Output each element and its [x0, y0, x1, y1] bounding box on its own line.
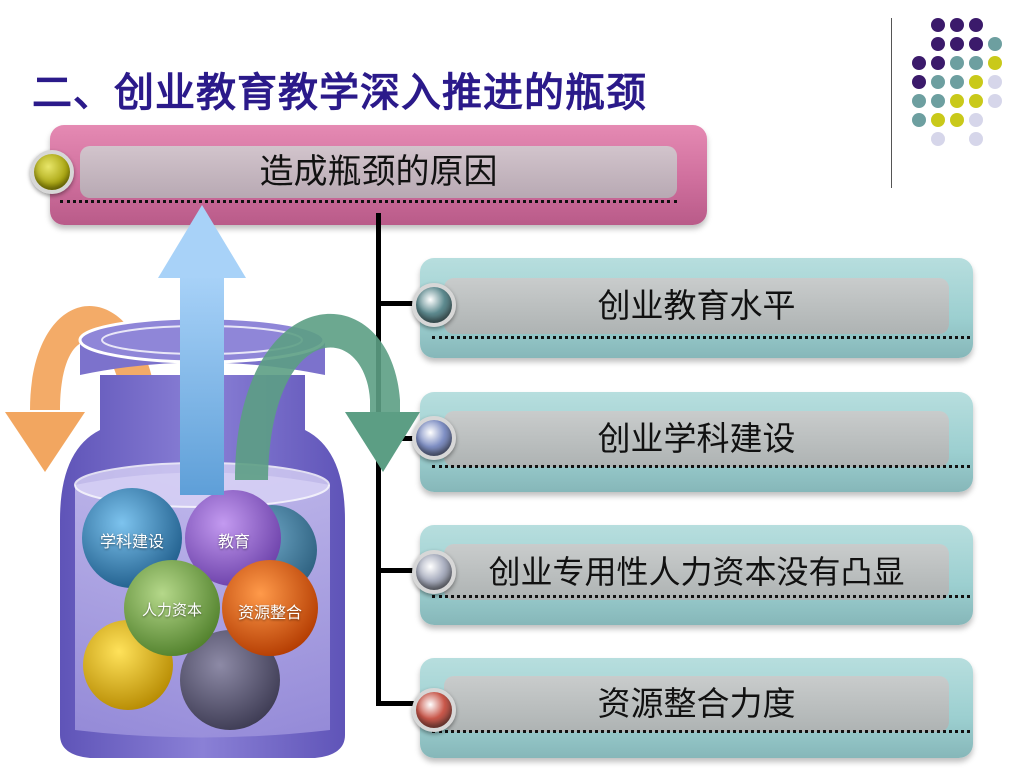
header-label: 造成瓶颈的原因	[259, 152, 498, 192]
ball-label-ziyuan: 资源整合	[237, 603, 302, 622]
decorative-dot	[931, 37, 945, 51]
decorative-dot	[969, 37, 983, 51]
decorative-dot	[912, 56, 926, 70]
decorative-dot	[912, 94, 926, 108]
reason-bullet-icon-4	[412, 688, 456, 732]
jar-illustration	[5, 205, 420, 758]
decorative-dot	[931, 18, 945, 32]
reason-dotted-line-1	[432, 336, 970, 339]
reason-label-4: 资源整合力度	[597, 684, 796, 723]
decorative-dot	[931, 56, 945, 70]
connector-branch-4	[376, 701, 422, 706]
slide-title: 二、创业教育教学深入推进的瓶颈	[32, 69, 647, 116]
decorative-dot	[950, 113, 964, 127]
decorative-dot	[969, 113, 983, 127]
header-dotted-line	[60, 200, 677, 203]
reason-label-3: 创业专用性人力资本没有凸显	[488, 553, 905, 591]
decorative-dot	[988, 56, 1002, 70]
reason-inner-3	[444, 544, 949, 600]
connector-branch-3	[376, 568, 422, 573]
decorative-dot	[969, 94, 983, 108]
decorative-dot	[950, 37, 964, 51]
decorative-dot	[912, 113, 926, 127]
green-curved-arrow-icon	[235, 313, 400, 480]
decorative-dot	[969, 56, 983, 70]
decorative-dot	[988, 94, 1002, 108]
green-arrow-head-icon	[345, 412, 420, 472]
reason-bullet-icon-2	[412, 416, 456, 460]
connector-branch-1	[376, 301, 422, 306]
reason-inner-4	[444, 676, 949, 732]
decorative-dot	[950, 94, 964, 108]
ball-label-jiaoyu: 教育	[217, 532, 250, 551]
reason-inner-1	[444, 278, 949, 334]
reason-inner-2	[444, 411, 949, 467]
up-arrow-shaft-icon	[180, 275, 224, 495]
decorative-dot	[912, 75, 926, 89]
ball-label-renli: 人力资本	[141, 601, 202, 619]
header-bullet-icon	[30, 150, 74, 194]
ball-label-xueke: 学科建设	[99, 532, 164, 551]
header-inner-panel	[80, 146, 677, 198]
decorative-divider-line	[891, 18, 892, 188]
decorative-dot	[988, 37, 1002, 51]
reason-dotted-line-2	[432, 465, 970, 468]
decorative-dot	[950, 18, 964, 32]
up-arrow-head-icon	[158, 205, 246, 278]
reason-label-1: 创业教育水平	[597, 286, 796, 325]
decorative-dot	[950, 56, 964, 70]
reason-bullet-icon-1	[412, 283, 456, 327]
decorative-dot	[969, 132, 983, 146]
decorative-dot	[931, 94, 945, 108]
reason-dotted-line-3	[432, 595, 970, 598]
decorative-dot	[969, 18, 983, 32]
decorative-dot	[950, 75, 964, 89]
reason-dotted-line-4	[432, 730, 970, 733]
decorative-dot	[969, 75, 983, 89]
orange-arrow-head-icon	[5, 412, 85, 472]
decorative-dot	[931, 132, 945, 146]
reason-bullet-icon-3	[412, 550, 456, 594]
decorative-dot	[988, 75, 1002, 89]
reason-label-2: 创业学科建设	[597, 419, 796, 458]
decorative-dot	[931, 75, 945, 89]
decorative-dot	[931, 113, 945, 127]
